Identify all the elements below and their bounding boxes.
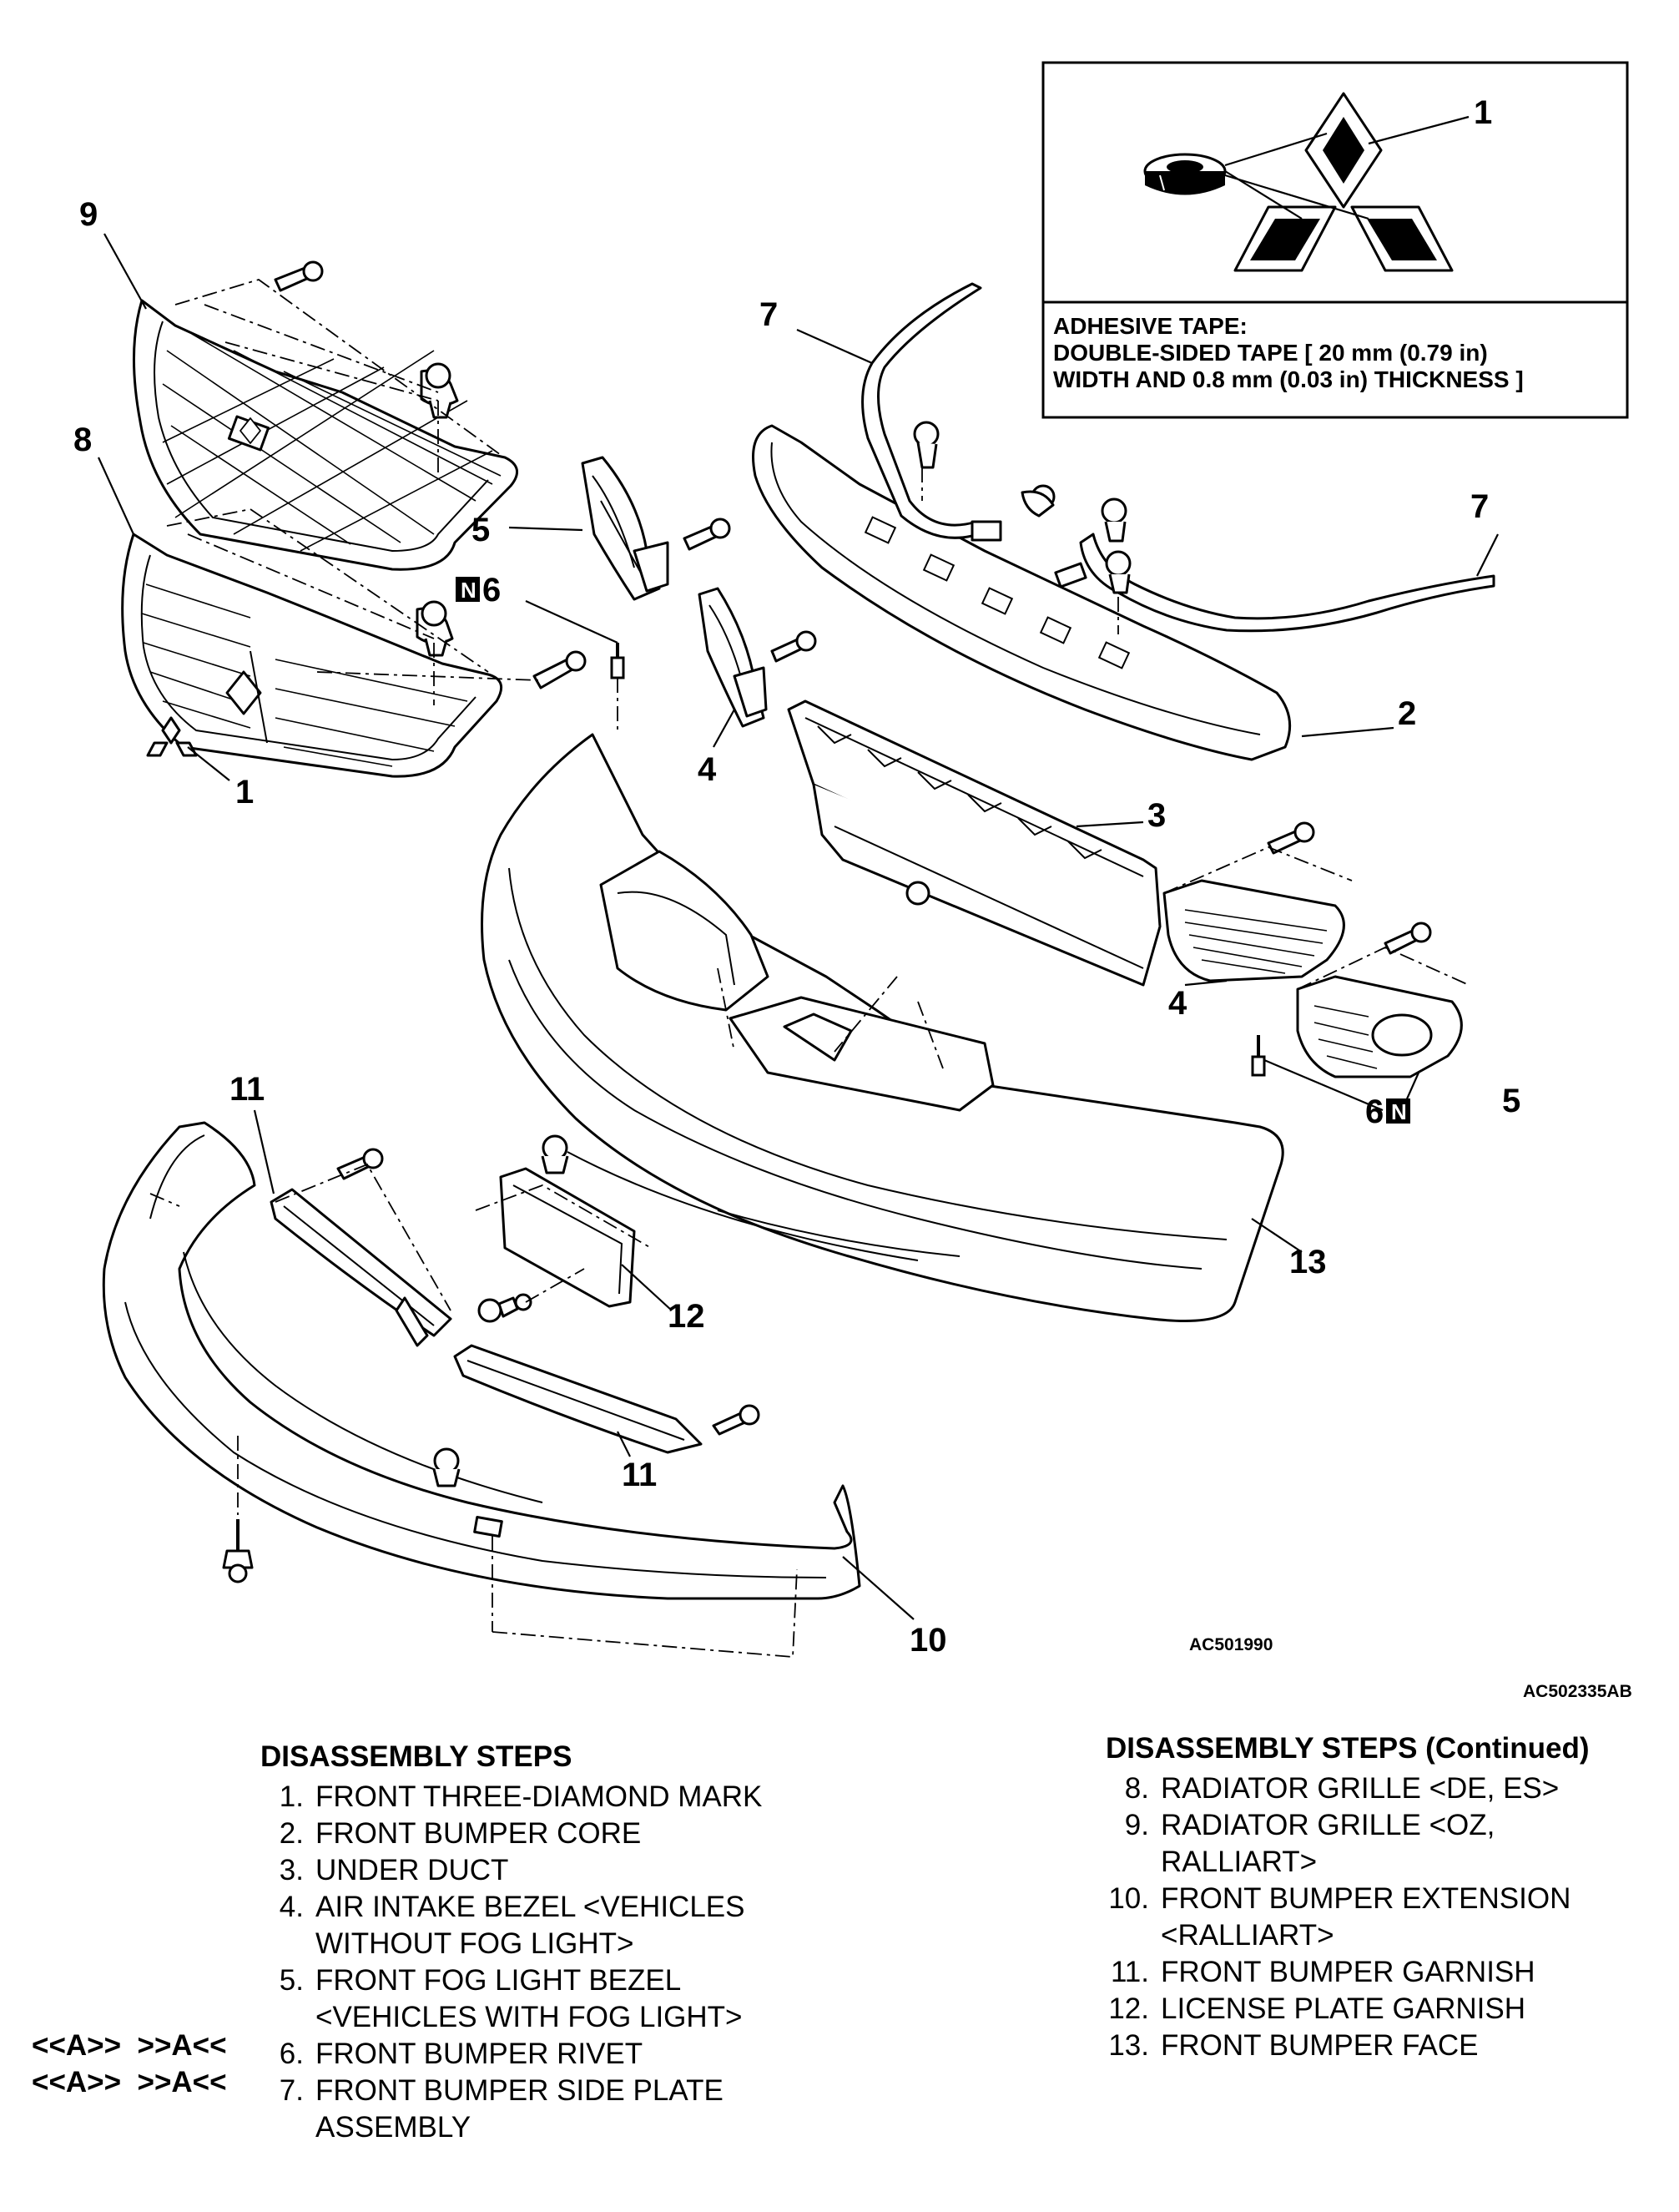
side-plate-clip-icon (1101, 497, 1127, 543)
callout-3: 3 (1147, 797, 1166, 834)
grille-screw-icon (532, 650, 587, 689)
callout-1: 1 (235, 774, 254, 811)
disassembly-steps-title: DISASSEMBLY STEPS (260, 1740, 572, 1773)
callout-7-upper: 7 (759, 296, 778, 333)
grille-clip-icon (416, 600, 454, 657)
callout-9: 9 (79, 196, 98, 233)
svg-text:N: N (1391, 1099, 1407, 1124)
step-item: 10.FRONT BUMPER EXTENSION <RALLIART> (1108, 1882, 1571, 1952)
garnish-screw-icon (336, 1148, 384, 1180)
bezel-screw-icon (1267, 821, 1315, 855)
callout-11-left: 11 (229, 1071, 265, 1108)
step-item: 13.FRONT BUMPER FACE (1108, 2029, 1479, 2062)
front-bumper-face-13 (481, 733, 1284, 1322)
front-bumper-garnish-11-left (270, 1188, 452, 1347)
callout-11-lower: 11 (622, 1457, 657, 1493)
fog-light-bezel-5-upper (581, 456, 669, 601)
side-plate-clip-icon (1021, 484, 1056, 518)
step-item: 7.FRONT BUMPER SIDE PLATE ASSEMBLY (279, 2074, 724, 2144)
adhesive-tape-roll-icon (1143, 153, 1227, 195)
step-item: 9.RADIATOR GRILLE <OZ, RALLIART> (1124, 1809, 1495, 1878)
disassembly-steps-continued: DISASSEMBLY STEPS (Continued) 8.RADIATOR… (1106, 1730, 1590, 2064)
svg-text:N: N (461, 578, 476, 603)
bumper-rivet-6-left (610, 643, 625, 679)
new-part-badge: N (456, 577, 480, 603)
air-intake-bezel-4-right (1162, 879, 1345, 982)
step-item: 6.FRONT BUMPER RIVET (279, 2038, 643, 2070)
front-bumper-garnish-11-lower (453, 1344, 703, 1454)
new-part-badge: N (1386, 1098, 1410, 1124)
inset-panel: 1 ADHESIVE TAPE: DOUBLE-SIDED TAPE [ 20 … (1041, 61, 1629, 419)
adhesive-tape-spec-line-2: WIDTH AND 0.8 mm (0.03 in) THICKNESS ] (1053, 366, 1524, 392)
grille-screw-icon (274, 260, 324, 292)
step-item: 2.FRONT BUMPER CORE (279, 1817, 642, 1850)
extension-clip-icon (432, 1447, 461, 1487)
inset-callout-1: 1 (1474, 94, 1492, 131)
fog-light-bezel-5-right (1296, 975, 1463, 1078)
three-diamond-emblem (1233, 92, 1454, 272)
service-reference-step-7: <<A>> >>A<< (32, 2066, 227, 2098)
step-item: 5.FRONT FOG LIGHT BEZEL <VEHICLES WITH F… (279, 1964, 743, 2033)
license-bolt-icon (477, 1293, 532, 1323)
bumper-rivet-6-right (1251, 1035, 1266, 1077)
illustration-code: AC501990 (1189, 1635, 1273, 1654)
callout-4-right: 4 (1168, 985, 1187, 1022)
bezel-screw-icon (770, 630, 817, 663)
side-plate-clip-icon (1105, 550, 1132, 594)
adhesive-tape-title: ADHESIVE TAPE: (1053, 313, 1248, 339)
service-reference-step-6: <<A>> >>A<< (32, 2029, 227, 2062)
three-diamond-mark-1 (146, 716, 198, 757)
disassembly-steps: DISASSEMBLY STEPS 1.FRONT THREE-DIAMOND … (260, 1739, 762, 2146)
figure-code: AC502335AB (1523, 1682, 1632, 1701)
callout-6-left: 6 (482, 572, 501, 609)
step-item: 4.AIR INTAKE BEZEL <VEHICLES WITHOUT FOG… (279, 1891, 745, 1960)
air-intake-bezel-4-upper (698, 587, 768, 728)
callout-2: 2 (1398, 695, 1416, 732)
step-item: 3.UNDER DUCT (279, 1854, 509, 1886)
step-item: 8.RADIATOR GRILLE <DE, ES> (1124, 1772, 1560, 1805)
step-item: 11.FRONT BUMPER GARNISH (1110, 1956, 1535, 1988)
callout-5-upper: 5 (471, 512, 490, 548)
under-duct-3 (787, 699, 1162, 987)
step-item: 1.FRONT THREE-DIAMOND MARK (279, 1780, 763, 1813)
front-bumper-core-2 (752, 424, 1292, 761)
callout-5-right: 5 (1502, 1083, 1520, 1119)
callout-4-upper: 4 (698, 751, 717, 788)
garnish-screw-icon (712, 1404, 760, 1436)
bezel-screw-icon (683, 518, 731, 551)
extension-bolt-icon (222, 1519, 254, 1583)
disassembly-steps-continued-title: DISASSEMBLY STEPS (Continued) (1106, 1732, 1590, 1765)
side-plate-assembly-7-lower (1054, 533, 1495, 633)
callout-12: 12 (668, 1298, 705, 1335)
license-plate-garnish-12 (499, 1167, 636, 1308)
radiator-grille-8 (121, 533, 503, 778)
bezel-screw-icon (1384, 922, 1432, 955)
adhesive-tape-spec-line-1: DOUBLE-SIDED TAPE [ 20 mm (0.79 in) (1053, 340, 1488, 366)
license-clip-icon (541, 1134, 569, 1174)
side-plate-connector-icon (971, 520, 1002, 542)
callout-8: 8 (73, 422, 92, 458)
callout-10: 10 (910, 1622, 947, 1659)
callout-6-right: 6 (1365, 1093, 1384, 1130)
step-item: 12.LICENSE PLATE GARNISH (1108, 1992, 1525, 2025)
radiator-grille-9 (132, 299, 518, 571)
callout-13: 13 (1289, 1244, 1327, 1280)
callout-7-lower: 7 (1470, 488, 1489, 525)
